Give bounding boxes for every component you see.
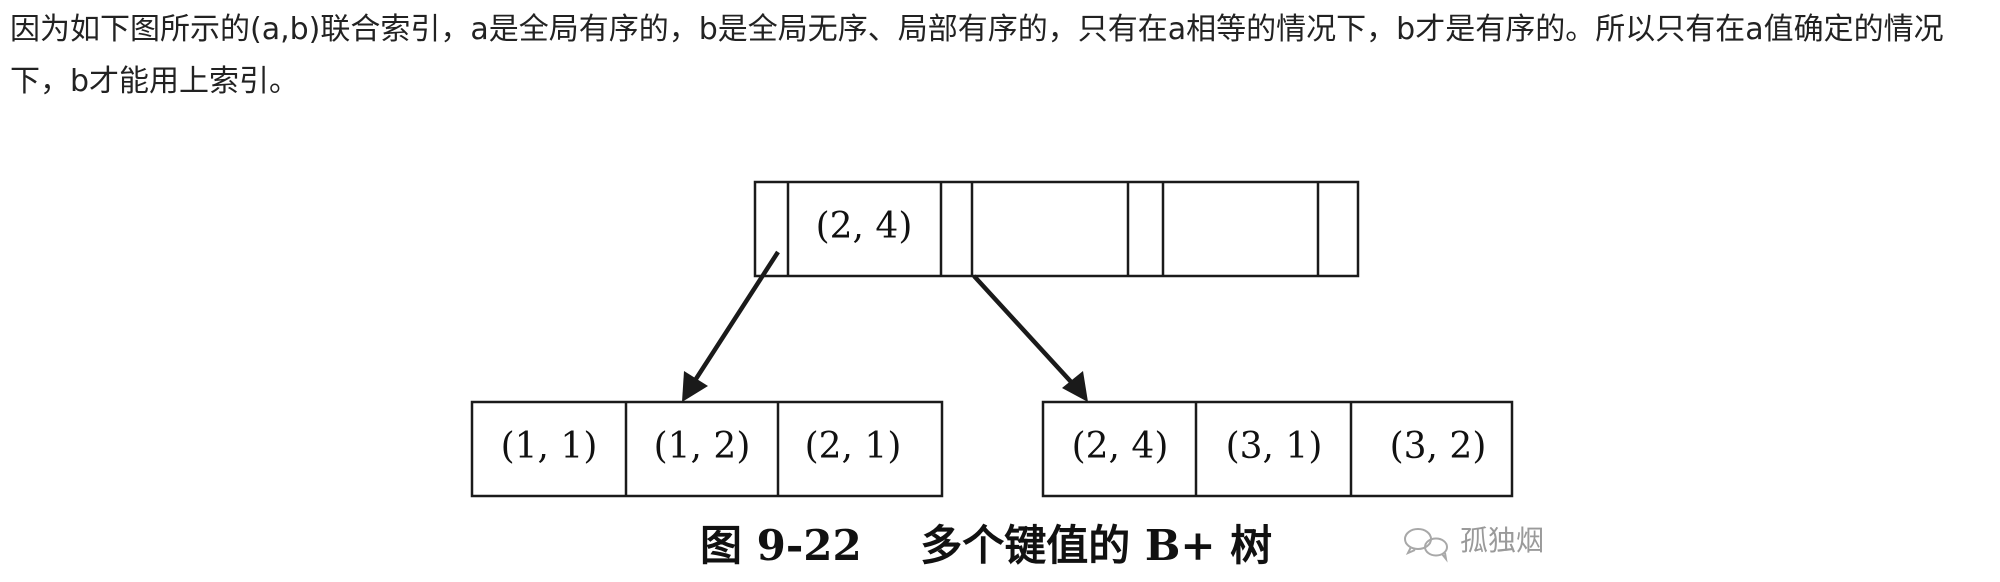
root-node-box [753, 180, 1360, 278]
pointer-arrow-right [972, 274, 1088, 402]
leaf-left-box [470, 400, 944, 498]
watermark-text: 孤独烟 [1460, 524, 1544, 557]
wechat-icon [1404, 528, 1448, 563]
root-node: (2, 4) [753, 180, 1360, 278]
intro-paragraph: 因为如下图所示的(a,b)联合索引，a是全局有序的，b是全局无序、局部有序的，只… [10, 12, 1944, 99]
leaf-node-left: (1, 1) (1, 2) (2, 1) [470, 400, 944, 498]
arrow-shaft [692, 250, 780, 384]
leaf-left-key: (1, 1) [501, 426, 598, 467]
figure-caption: 图 9-22 多个键值的 B+ 树 [700, 521, 1272, 570]
pointer-arrow-left [682, 250, 780, 402]
leaf-node-right: (2, 4) (3, 1) (3, 2) [1041, 400, 1514, 498]
arrow-head [682, 371, 708, 402]
arrow-shaft [972, 274, 1075, 386]
leaf-left-key: (2, 1) [805, 426, 902, 467]
root-key: (2, 4) [816, 206, 913, 247]
leaf-left-key: (1, 2) [654, 426, 751, 467]
leaf-right-box [1041, 400, 1514, 498]
arrow-head [1062, 371, 1088, 402]
watermark: 孤独烟 [1404, 524, 1544, 563]
leaf-right-key: (2, 4) [1072, 426, 1169, 467]
leaf-right-key: (3, 2) [1390, 426, 1487, 467]
leaf-right-key: (3, 1) [1226, 426, 1323, 467]
